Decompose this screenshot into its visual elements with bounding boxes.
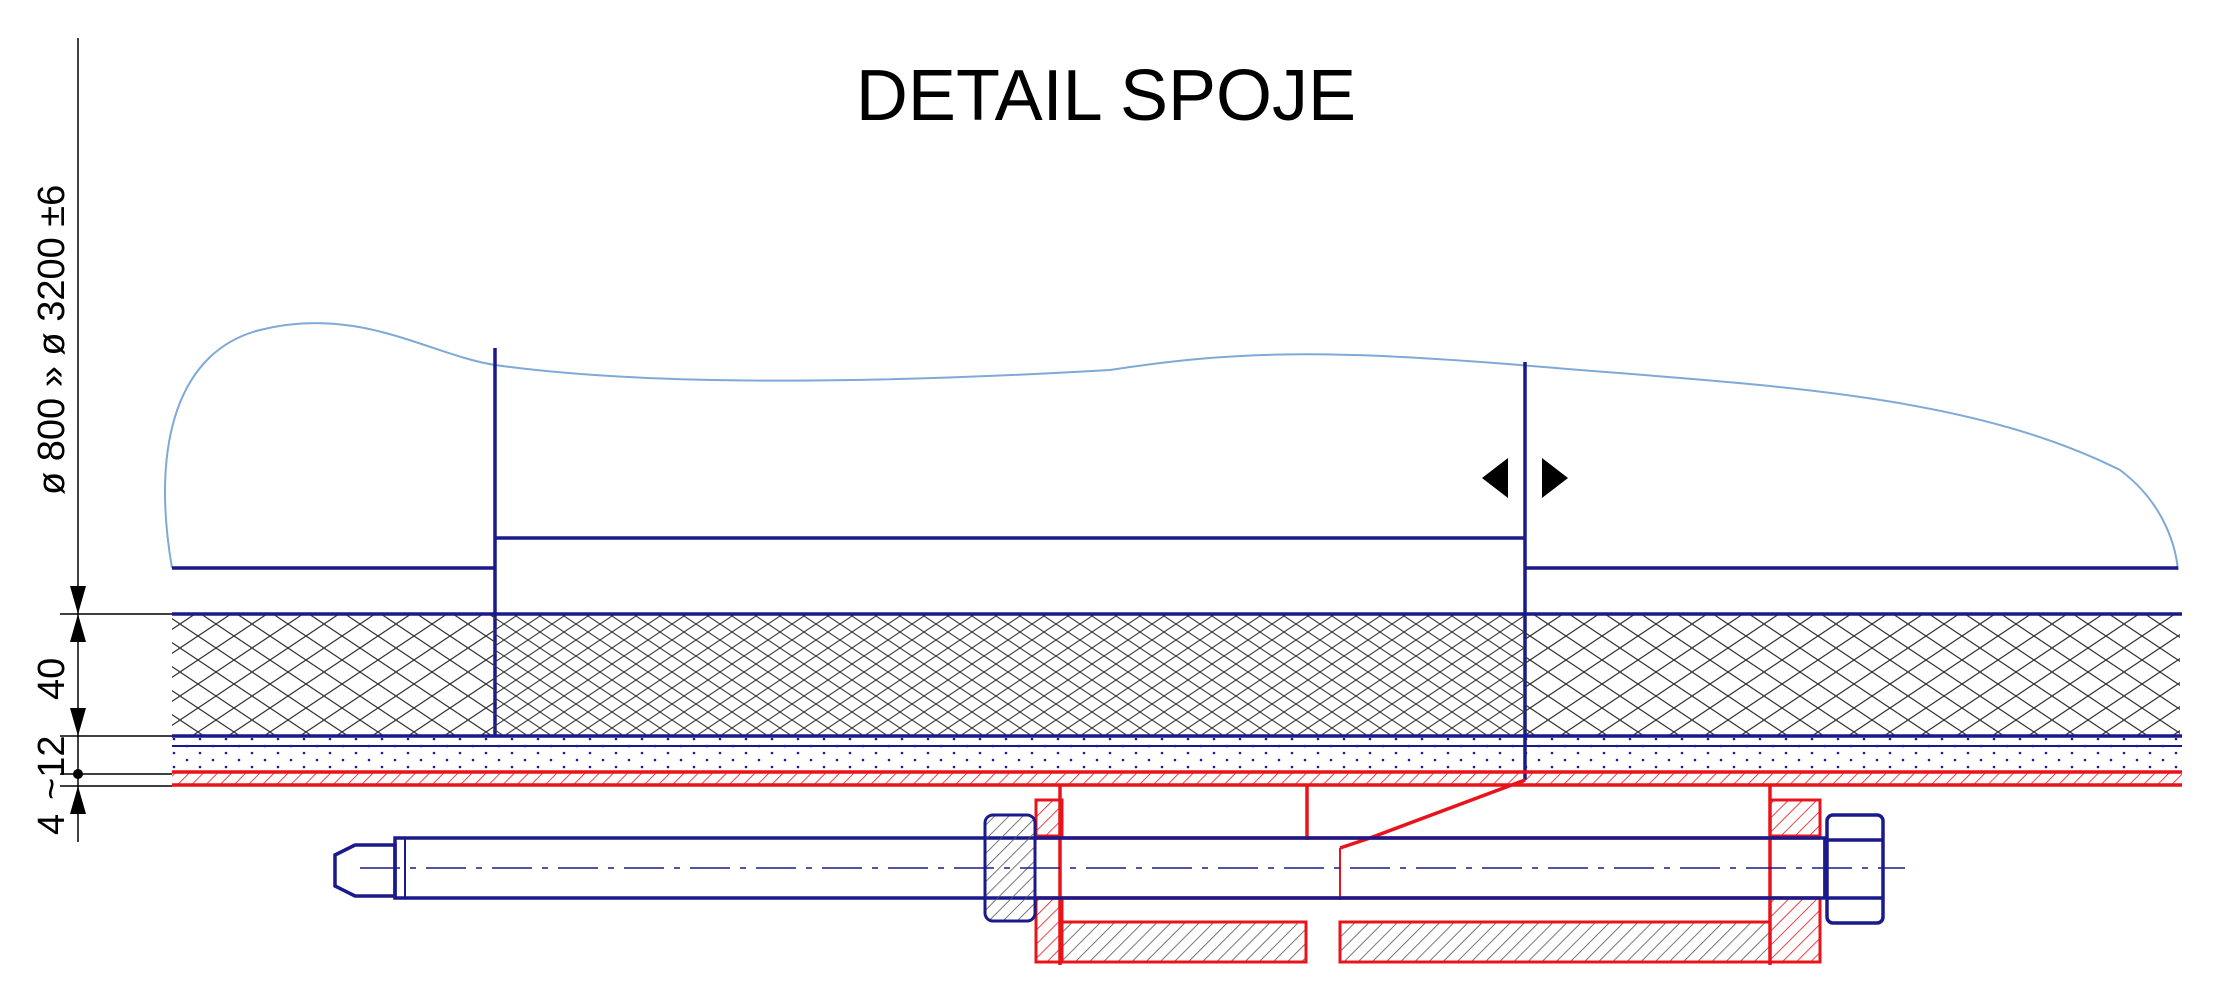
flange-assembly [1034, 778, 1822, 965]
thickness-12-label: ~12 [31, 736, 73, 800]
bolt [333, 813, 1905, 925]
direction-arrows-icon [1482, 458, 1568, 498]
thickness-40-label: 40 [31, 658, 73, 700]
drawing-title: DETAIL SPOJE [856, 56, 1356, 136]
sand-layer [172, 738, 2182, 772]
steel-shell-layer [172, 770, 2182, 787]
dimension-lines [60, 38, 172, 842]
insulation-layer [172, 612, 2182, 738]
thickness-4-label: 4 [31, 814, 73, 835]
diameter-range-label: ø 800 » ø 3200 ±6 [31, 185, 73, 495]
hex-nut-right [1825, 813, 1885, 925]
break-outline [164, 322, 2179, 571]
